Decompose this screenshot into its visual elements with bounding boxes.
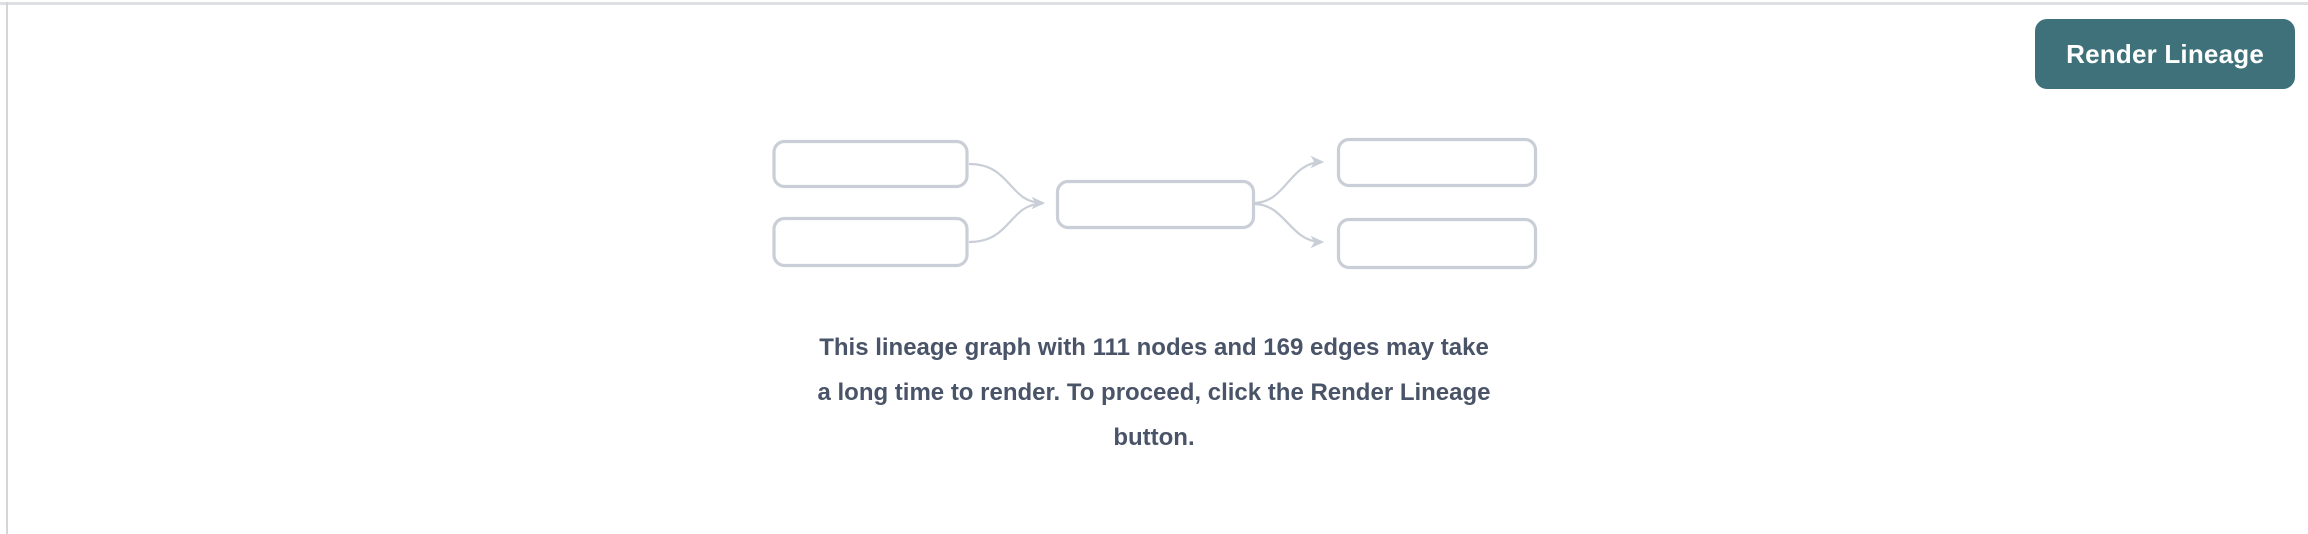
message-line: This lineage graph with 111 nodes and 16… (819, 334, 1489, 361)
panel-left-border (6, 2, 8, 534)
message-line: button. (1113, 424, 1195, 451)
node-left-bottom (772, 216, 969, 268)
render-lineage-button[interactable]: Render Lineage (2035, 19, 2295, 89)
lineage-graph-placeholder-icon (772, 137, 1538, 270)
panel-top-border (0, 2, 2308, 5)
node-right-top (1336, 137, 1538, 188)
node-left-top (772, 139, 969, 189)
empty-state-message: This lineage graph with 111 nodes and 16… (744, 325, 1564, 460)
lineage-nodes (772, 137, 1538, 270)
lineage-edges (968, 155, 1325, 249)
node-center (1055, 179, 1256, 230)
node-right-bottom (1336, 217, 1538, 270)
message-line: a long time to render. To proceed, click… (817, 379, 1491, 406)
